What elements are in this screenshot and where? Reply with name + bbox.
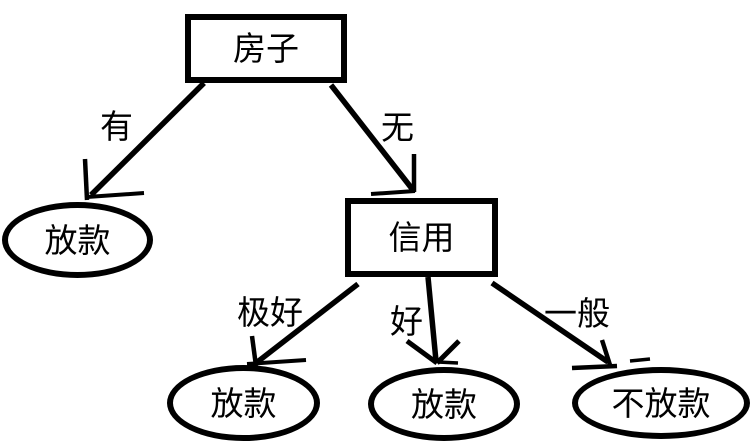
edge-label-no-house: 无	[381, 108, 414, 147]
node-loan-label: 放款	[44, 220, 111, 260]
node-credit-label: 信用	[388, 218, 455, 257]
edge-house-to-credit	[328, 83, 417, 196]
edge-label-has-house: 有	[100, 107, 133, 146]
edge-label-credit-excellent: 极好	[237, 293, 303, 332]
edge-house-to-loan	[82, 81, 206, 201]
stray-dash	[629, 357, 651, 363]
node-loan-label: 放款	[210, 383, 277, 423]
node-credit: 信用	[345, 198, 498, 277]
arrowhead-stroke	[435, 339, 461, 365]
node-loan-credit-good: 放款	[368, 367, 520, 441]
node-no-loan-credit-average: 不放款	[572, 367, 750, 439]
node-house: 房子	[185, 14, 347, 83]
arrowhead-stroke	[571, 363, 618, 371]
edge-label-credit-average: 一般	[544, 294, 610, 333]
edge-credit-to-loan-good	[405, 276, 461, 366]
arrowhead-stroke	[86, 191, 145, 199]
node-house-label: 房子	[233, 29, 299, 68]
arrowhead-stroke	[405, 338, 439, 366]
node-loan-credit-excellent: 放款	[167, 365, 320, 441]
arrowhead-stroke	[246, 358, 307, 366]
arrowhead-stroke	[82, 158, 90, 201]
arrowhead-stroke	[370, 189, 416, 196]
edge-label-credit-good: 好	[390, 302, 423, 341]
node-loan-label: 放款	[411, 384, 477, 424]
node-loan-has-house: 放款	[2, 202, 153, 278]
arrowhead-stroke	[599, 339, 613, 366]
edge-credit-to-no-loan-average	[490, 280, 651, 371]
edge-credit-to-loan-excellent	[246, 281, 360, 367]
node-no-loan-label: 不放款	[611, 383, 711, 423]
arrowhead-stroke	[249, 335, 259, 367]
stray-dash	[437, 360, 459, 365]
